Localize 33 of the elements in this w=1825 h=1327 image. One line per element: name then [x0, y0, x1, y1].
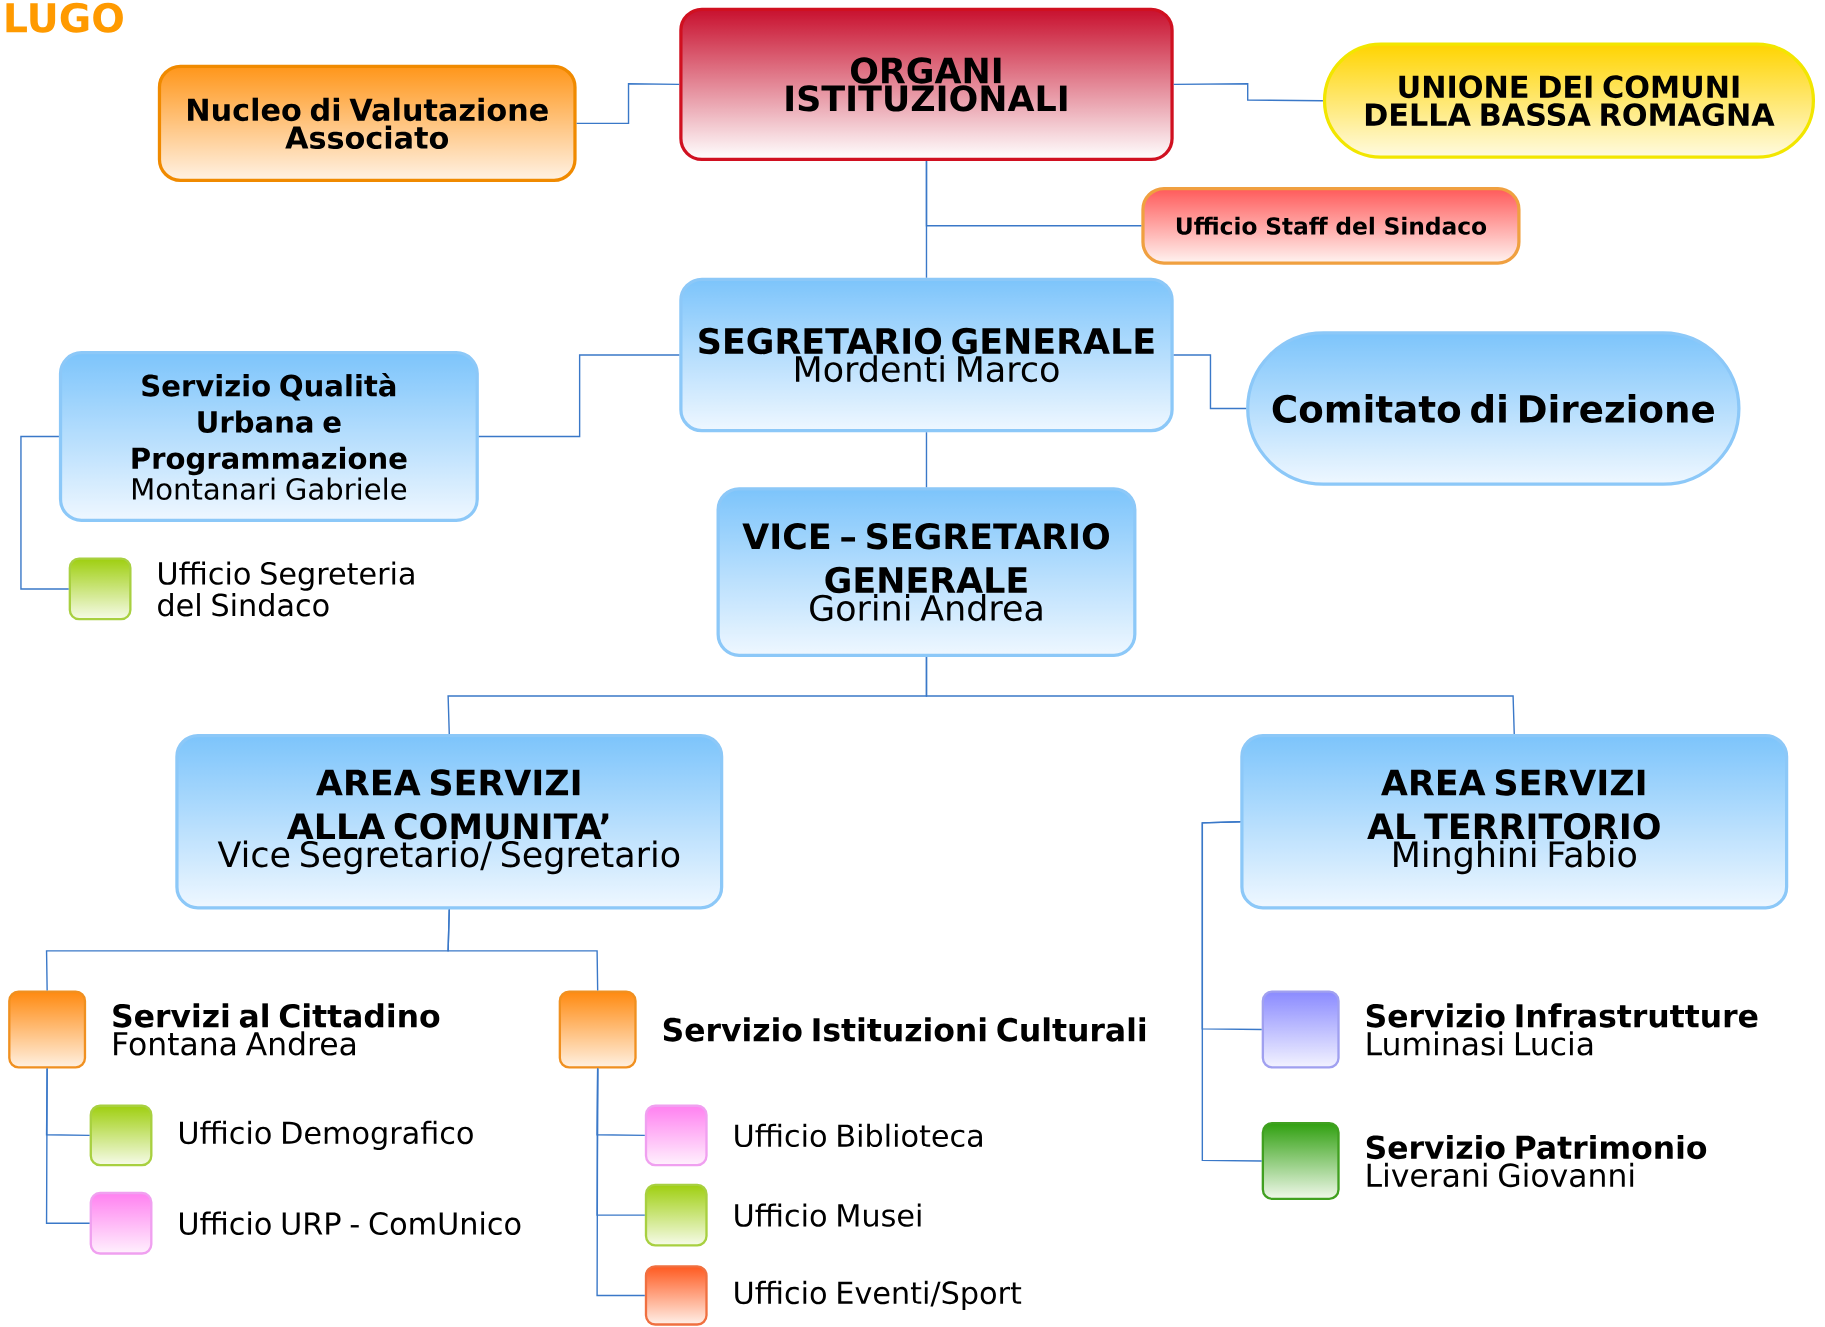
service-label: Servizio Patrimonio Liverani Giovanni	[1366, 1134, 1707, 1188]
connector-line	[447, 908, 599, 992]
service-label: Servizi al Cittadino Fontana Andrea	[113, 1003, 440, 1056]
connector-line	[925, 656, 1515, 735]
office-label: Ufficio Musei	[735, 1203, 921, 1227]
connector-line	[45, 1067, 91, 1225]
office-label: Ufficio Eventi/Sport	[735, 1280, 1022, 1311]
connector-line	[478, 354, 680, 438]
union-box: UNIONE DEI COMUNI DELLA BASSA ROMAGNA	[1322, 42, 1816, 159]
area-box: AREA SERVIZI AL TERRITORIO Minghini Fabio	[1240, 734, 1789, 910]
place-name: LUGO	[6, 2, 123, 33]
office-label: Ufficio Segreteria del Sindaco	[158, 561, 414, 617]
service-box: Servizio Qualità Urbana e Programmazione Montanari Gabriele	[58, 351, 479, 522]
connector-line	[925, 431, 928, 488]
connector-line	[1173, 83, 1324, 102]
institution-box: ORGANI ISTITUZIONALI	[679, 7, 1174, 162]
connector-line	[1201, 821, 1263, 1162]
connector-line	[575, 83, 680, 125]
service-label: Servizio Istituzioni Culturali	[663, 1017, 1146, 1042]
connector-line	[925, 160, 928, 279]
connector-line	[596, 1067, 646, 1297]
vice-secretary-box: VICE – SEGRETARIO GENERALE Gorini Andrea	[716, 487, 1137, 657]
area-box: AREA SERVIZI ALLA COMUNITA’ Vice Segretario/ Segretario	[175, 734, 724, 910]
committee-box: Comitato di Direzione	[1246, 331, 1741, 486]
evaluation-box: Nucleo di Valutazione Associato	[157, 64, 577, 183]
connector-line	[20, 435, 70, 590]
office-label: Ufficio Biblioteca	[735, 1123, 982, 1148]
staff-office-box: Ufficio Staff del Sindaco	[1141, 187, 1521, 265]
service-label: Servizio Infrastrutture Luminasi Lucia	[1366, 1003, 1758, 1056]
secretary-box: SEGRETARIO GENERALE Mordenti Marco	[679, 277, 1174, 433]
office-label: Ufficio Demografico	[180, 1120, 473, 1151]
connector-line	[1173, 354, 1247, 410]
office-label: Ufficio URP - ComUnico	[180, 1211, 521, 1236]
